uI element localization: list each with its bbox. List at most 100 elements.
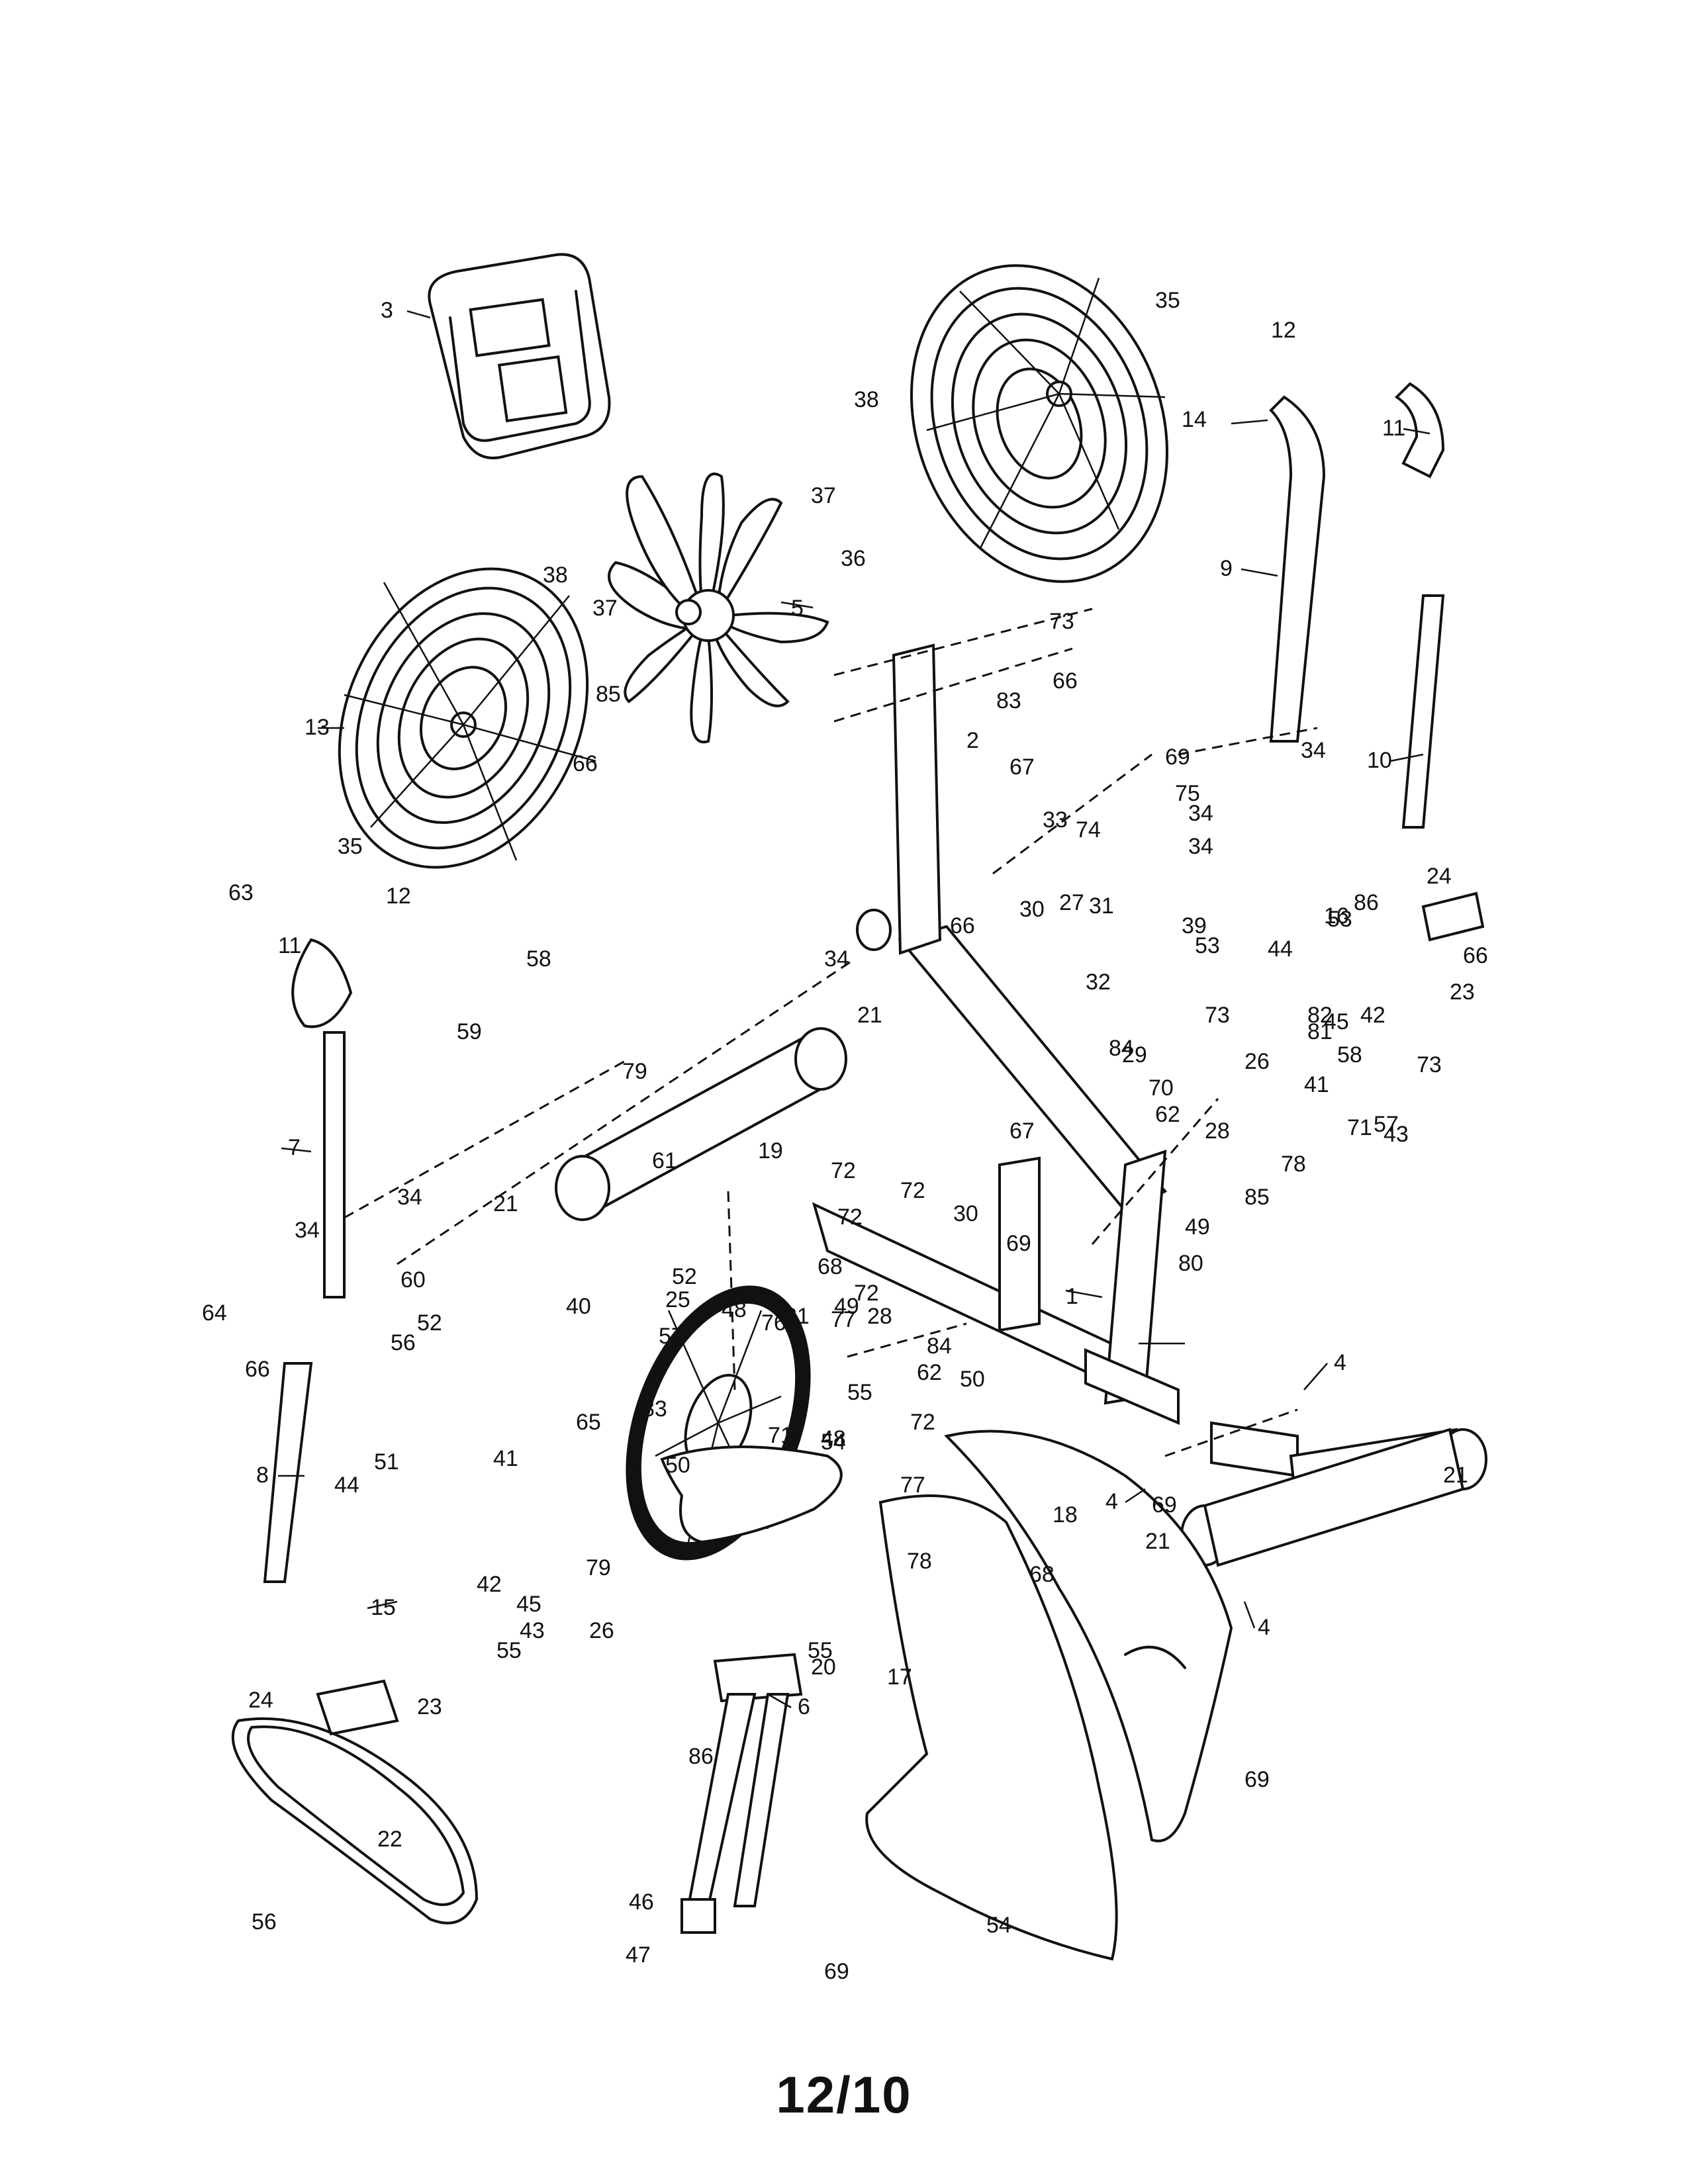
fan-blade: [608, 473, 829, 744]
callout-label: 21: [493, 1191, 518, 1216]
callout-label: 22: [377, 1827, 402, 1852]
callout-label: 82: [1307, 1003, 1333, 1028]
callout-label: 34: [1188, 834, 1213, 859]
callout-label: 35: [338, 834, 363, 859]
callout-label: 34: [1188, 801, 1213, 826]
callout-label: 37: [592, 596, 618, 621]
belt: [231, 1717, 478, 1925]
callout-label: 55: [847, 1380, 872, 1405]
callout-label: 28: [1205, 1118, 1230, 1144]
callout-label: 20: [811, 1655, 836, 1680]
fan-grill-left: [338, 567, 596, 869]
callout-label: 18: [1053, 1502, 1078, 1527]
callout-label: 56: [252, 1909, 277, 1934]
callout-label: 85: [1244, 1185, 1270, 1210]
callout-label: 66: [950, 913, 975, 938]
callout-label: 4: [1258, 1615, 1270, 1640]
handlebars: [263, 382, 1445, 1583]
callout-label: 9: [1220, 556, 1233, 581]
callout-label: 71: [1347, 1115, 1372, 1140]
callout-label: 80: [1178, 1251, 1203, 1276]
callout-label: 72: [910, 1410, 935, 1435]
callout-label: 84: [927, 1334, 952, 1359]
callout-label: 57: [1374, 1112, 1399, 1137]
callout-label: 29: [1122, 1042, 1147, 1068]
callout-label: 54: [821, 1430, 846, 1455]
callout-label: 53: [1327, 907, 1352, 932]
callout-label: 62: [1155, 1102, 1180, 1127]
callout-label: 81: [1307, 1019, 1333, 1044]
callout-label: 63: [228, 880, 254, 905]
callout-label: 53: [1195, 933, 1220, 958]
callout-label: 48: [821, 1426, 846, 1451]
callout-label: 86: [688, 1744, 714, 1769]
callout-label: 46: [629, 1889, 654, 1915]
callout-label: 55: [808, 1638, 833, 1663]
callout-label: 64: [202, 1300, 227, 1326]
callout-label: 43: [1383, 1122, 1409, 1147]
callout-label: 4: [1334, 1350, 1346, 1375]
callout-label: 30: [953, 1201, 978, 1226]
callout-label: 1: [1066, 1284, 1078, 1309]
callout-label: 75: [1175, 781, 1200, 806]
page-number: 12/10: [776, 2066, 912, 2124]
callout-label: 56: [391, 1330, 416, 1355]
console: [428, 253, 611, 459]
callout-label: 32: [1086, 970, 1111, 995]
callout-label: 36: [841, 546, 866, 571]
callout-label: 62: [917, 1360, 942, 1385]
callout-label: 65: [576, 1410, 601, 1435]
callout-label: 57: [659, 1324, 684, 1349]
callout-label: 11: [278, 933, 301, 958]
callout-label: 34: [824, 946, 849, 972]
callout-label: 41: [493, 1446, 518, 1471]
callout-label: 50: [960, 1367, 985, 1392]
callout-label: 69: [1165, 745, 1190, 770]
callout-label: 21: [1443, 1463, 1468, 1488]
assembly-lines: [344, 608, 1318, 1457]
callout-label: 71: [768, 1423, 793, 1448]
callout-label: 66: [573, 751, 598, 776]
callout-label: 60: [400, 1267, 426, 1293]
callout-label: 79: [622, 1059, 647, 1084]
leader-lines: [278, 310, 1430, 1709]
callout-numbers: 1 2 3 4 4 4 5 6 7 8 9 10 11 11 12 12 13 …: [202, 288, 1488, 1984]
callout-label: 74: [1076, 817, 1101, 842]
callout-label: 23: [417, 1694, 442, 1719]
callout-label: 3: [381, 298, 393, 323]
callout-label: 58: [1337, 1042, 1362, 1068]
callout-label: 72: [831, 1158, 856, 1183]
callout-label: 12: [1271, 318, 1296, 343]
callout-label: 5: [791, 596, 804, 621]
callout-label: 86: [1354, 890, 1379, 915]
callout-label: 68: [1029, 1562, 1055, 1587]
callout-label: 48: [722, 1297, 747, 1322]
callout-label: 24: [248, 1688, 273, 1713]
callout-label: 69: [1006, 1231, 1031, 1256]
callout-label: 42: [1360, 1003, 1385, 1028]
callout-label: 39: [1182, 913, 1207, 938]
callout-label: 68: [818, 1254, 843, 1279]
callout-label: 17: [887, 1664, 912, 1690]
callout-label: 54: [986, 1913, 1011, 1938]
pedals: [316, 891, 1485, 1736]
callout-label: 69: [1152, 1492, 1177, 1518]
callout-label: 34: [295, 1218, 320, 1243]
callout-label: 16: [1324, 903, 1349, 929]
callout-label: 31: [1089, 893, 1114, 919]
callout-label: 69: [824, 1959, 849, 1984]
callout-label: 83: [642, 1396, 667, 1422]
callout-label: 70: [1149, 1075, 1174, 1101]
callout-label: 15: [371, 1595, 396, 1620]
callout-label: 69: [1244, 1767, 1270, 1792]
callout-label: 6: [798, 1694, 810, 1719]
callout-label: 30: [1019, 897, 1045, 922]
callout-label: 59: [457, 1019, 482, 1044]
callout-label: 24: [1427, 864, 1452, 889]
fan-grill-right: [910, 264, 1168, 583]
callout-label: 77: [900, 1473, 925, 1498]
callout-label: 45: [516, 1592, 541, 1617]
callout-label: 45: [1324, 1009, 1349, 1034]
callout-label: 27: [1059, 890, 1084, 915]
callout-label: 2: [966, 728, 979, 753]
